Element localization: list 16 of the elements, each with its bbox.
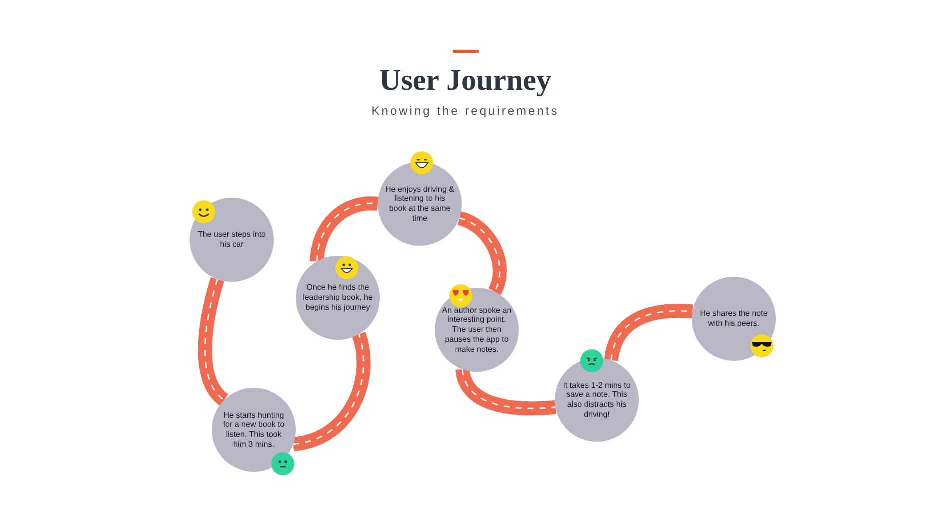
step-text: Once he finds the leadership book, he begins his journey [303, 283, 373, 313]
road-connector [456, 368, 556, 416]
subtitle: Knowing the requirements [370, 104, 560, 118]
road-connector [198, 277, 229, 406]
road-connector [604, 304, 694, 362]
step-text: He enjoys driving & listening to his book at the same time [385, 184, 455, 224]
road-connector [292, 332, 371, 452]
step-text: He starts hunting for a new book to listen. This took him 3 mins. [222, 410, 286, 450]
step-text: The user steps into his car [197, 230, 267, 250]
title: User Journey [378, 64, 552, 98]
step-circle [212, 388, 296, 472]
step-text: He shares the note with his peers. [699, 309, 769, 329]
step-text: It takes 1-2 mins to save a note. This also distracts his driving! [562, 380, 632, 420]
road-connector [457, 212, 507, 295]
step-text: An author spoke an interesting point. The user then pauses the app to make notes. [442, 306, 512, 354]
road-connector [310, 196, 378, 262]
